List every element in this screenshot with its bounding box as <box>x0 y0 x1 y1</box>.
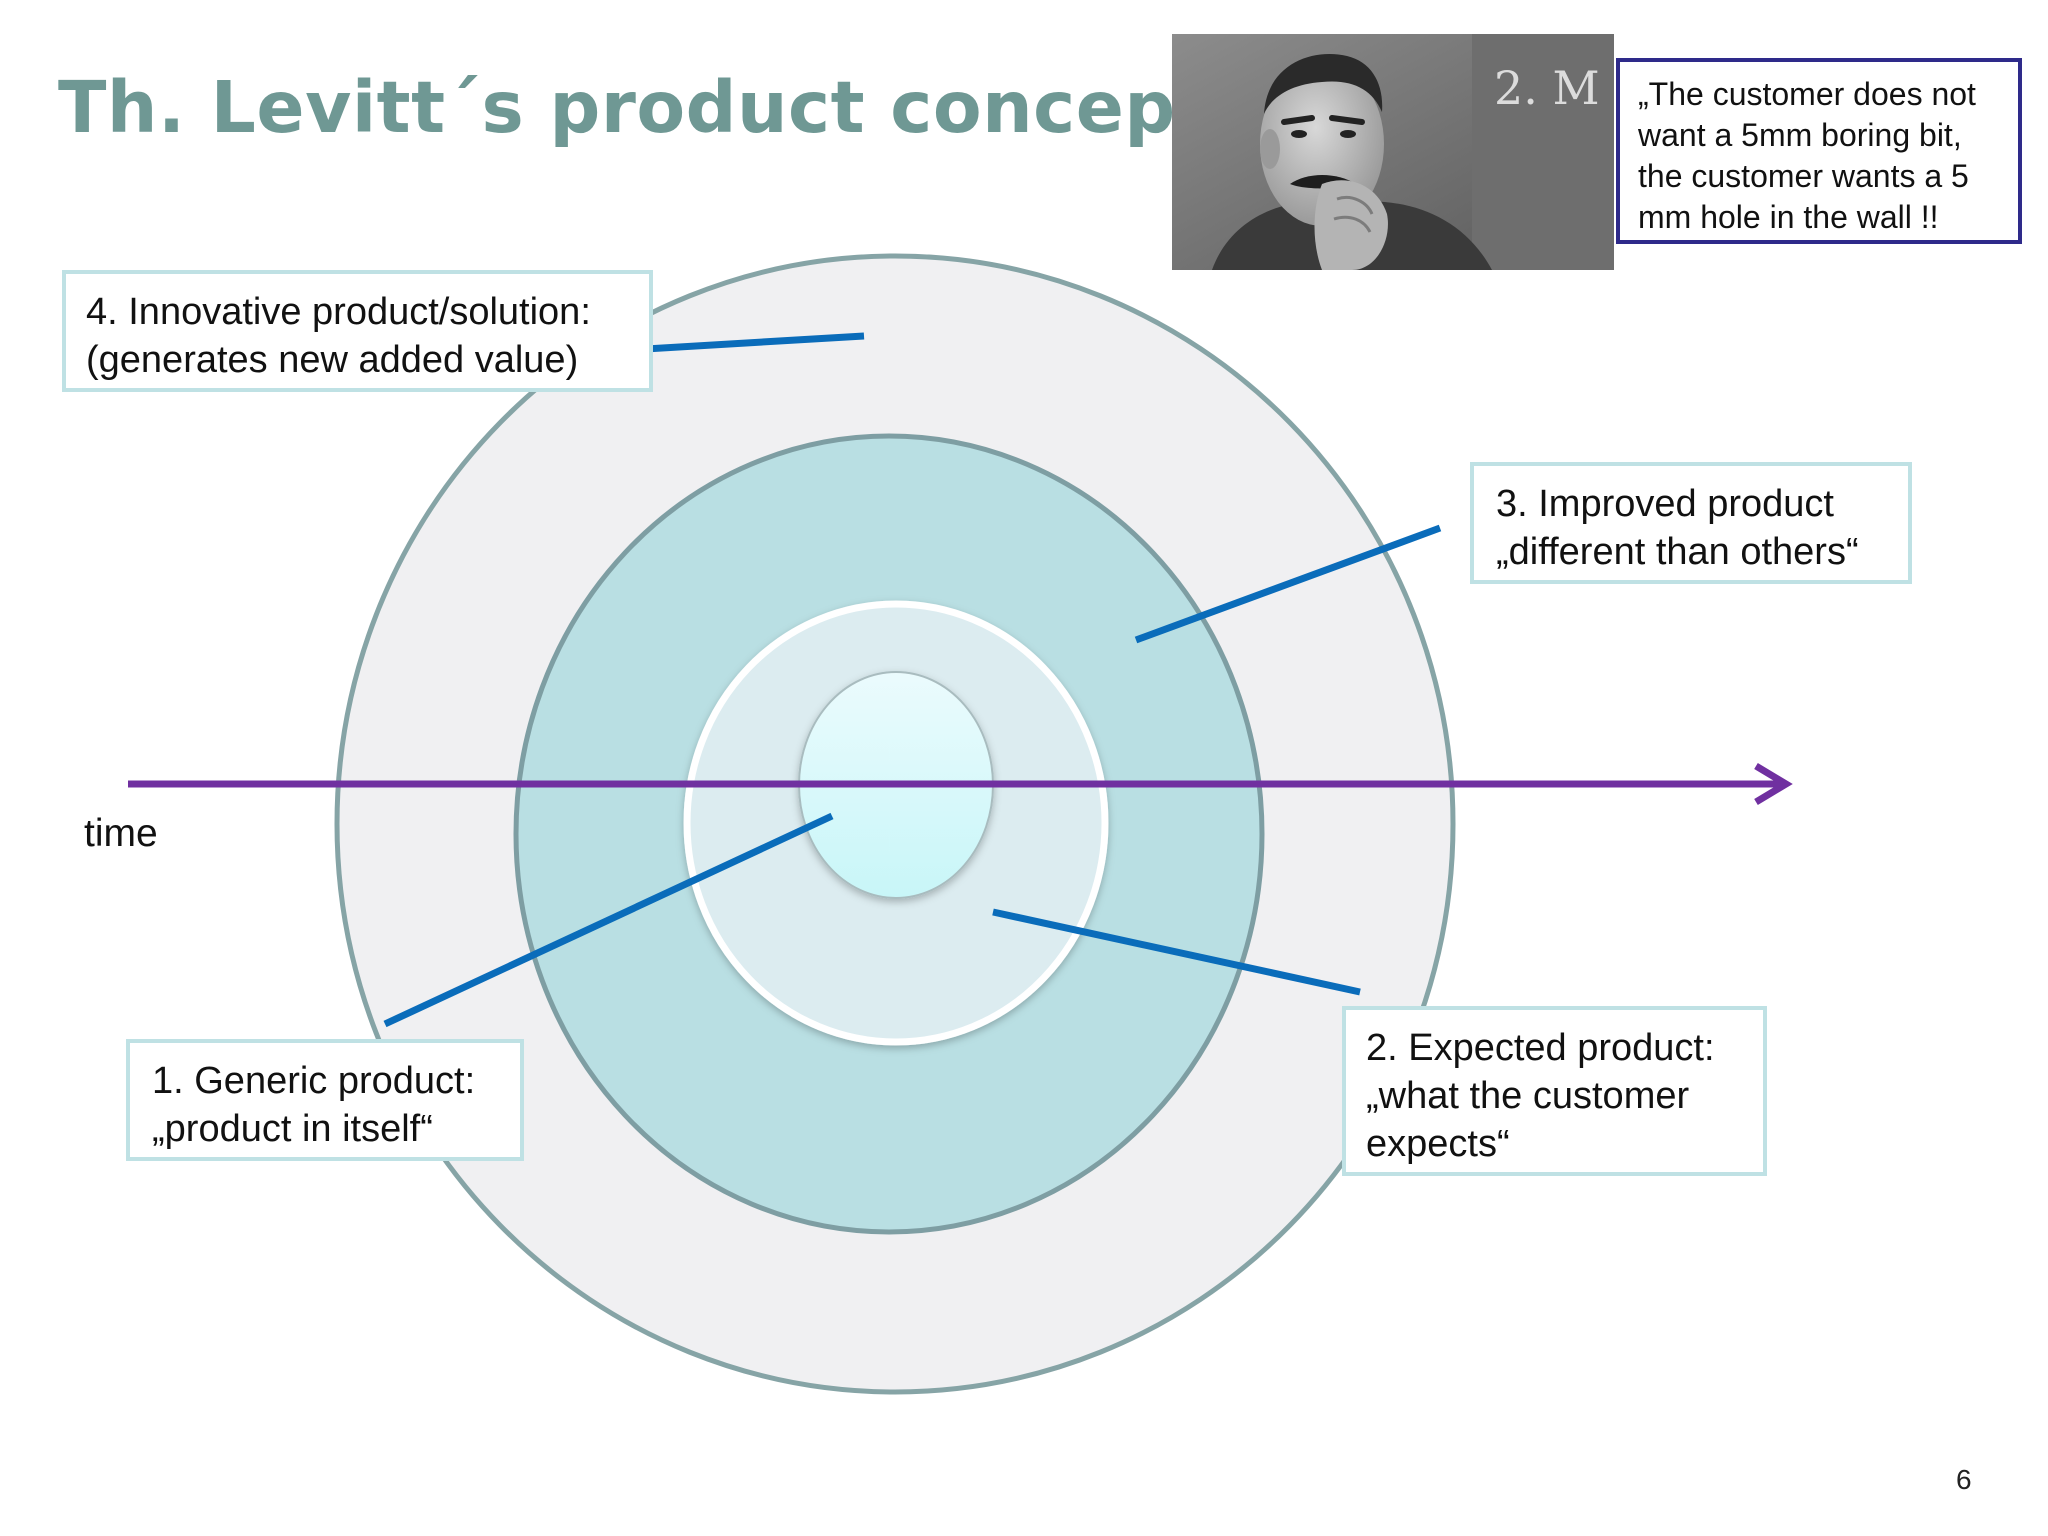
callout-line: „different than others“ <box>1496 531 1859 573</box>
callout-line: „product in itself“ <box>152 1108 433 1150</box>
slide-title: Th. Levitt´s product concept <box>58 66 1211 149</box>
time-axis-label: time <box>84 812 158 855</box>
quote-line: „The customer does not <box>1638 76 1976 112</box>
callout-line: 4. Innovative product/solution: <box>86 291 591 333</box>
connector-improved <box>1134 524 1442 644</box>
callout-generic-product: 1. Generic product: „product in itself“ <box>126 1039 524 1161</box>
callout-line: expects“ <box>1366 1123 1510 1165</box>
callout-expected-product: 2. Expected product: „what the customer … <box>1342 1006 1767 1176</box>
callout-line: 1. Generic product: <box>152 1060 476 1102</box>
page-number: 6 <box>1956 1464 1972 1495</box>
levitt-quote-box: „The customer does not want a 5mm boring… <box>1616 58 2022 244</box>
connector-expected <box>992 908 1361 996</box>
callout-innovative-product: 4. Innovative product/solution: (generat… <box>62 270 653 392</box>
callout-line: 3. Improved product <box>1496 483 1834 525</box>
portrait-photo: 2. M <box>1172 34 1614 270</box>
callout-line: 2. Expected product: <box>1366 1027 1715 1069</box>
quote-line: want a 5mm boring bit, <box>1638 117 1962 153</box>
quote-line: mm hole in the wall !! <box>1638 199 1939 235</box>
connector-generic <box>383 812 834 1028</box>
callout-line: „what the customer <box>1366 1075 1690 1117</box>
time-arrow-head <box>1754 762 1793 806</box>
callout-improved-product: 3. Improved product „different than othe… <box>1470 462 1912 584</box>
quote-line: the customer wants a 5 <box>1638 158 1969 194</box>
board-text: 2. M <box>1494 61 1600 115</box>
callout-line: (generates new added value) <box>86 339 579 381</box>
